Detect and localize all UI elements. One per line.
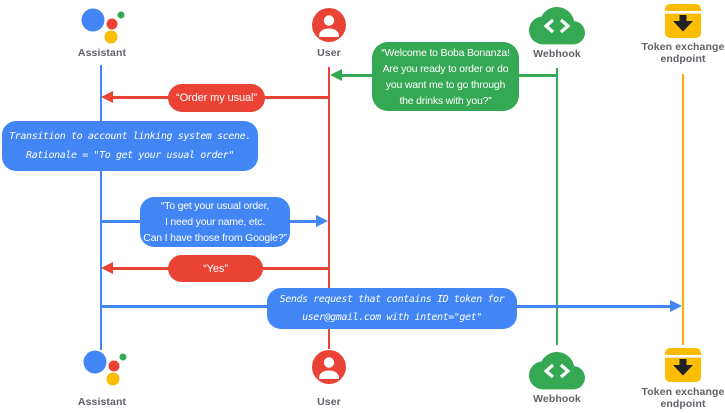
arrow-yes-head-icon [101,261,113,274]
message-line: the drinks with you?” [399,94,492,107]
token-endpoint-label-bottom: Token exchange endpoint [638,386,725,410]
user-label-bottom: User [317,396,341,408]
note-line: Rationale = "To get your usual order" [26,150,234,161]
message-line: I need your name, etc. [164,216,266,228]
note-sends-request: Sends request that contains ID token for… [267,288,517,329]
message-line: “To get your usual order, [160,200,270,212]
webhook-label-top: Webhook [533,48,581,60]
token-endpoint-label-line: endpoint [660,52,706,65]
user-label-top: User [317,47,341,59]
token-endpoint-label-top: Token exchange endpoint [638,41,725,65]
token-endpoint-label-line: Token exchange [641,41,725,53]
assistant-icon [83,350,127,386]
token-endpoint-label-line: endpoint [660,397,706,410]
arrow-sends-request-head-icon [670,299,682,312]
lifeline-token-endpoint [682,74,684,345]
webhook-label-bottom: Webhook [533,393,581,405]
token-exchange-icon [665,4,701,38]
message-line: Are you ready to order or do [382,62,509,75]
arrow-get-usual-head-icon [316,214,328,227]
arrow-welcome-head-icon [330,68,342,81]
note-line: Transition to account linking system sce… [9,131,251,142]
message-order-my-usual: “Order my usual” [168,84,265,112]
user-icon [312,8,346,42]
message-line: you want me to go through [385,78,506,91]
message-get-usual-order: “To get your usual order, I need your na… [140,197,290,247]
message-welcome: “Welcome to Boba Bonanza! Are you ready … [372,42,519,111]
token-endpoint-label-line: Token exchange [641,386,725,398]
arrow-order-head-icon [101,90,113,103]
message-yes: “Yes” [168,255,263,282]
message-line: “Order my usual” [176,92,257,104]
assistant-icon [81,8,125,44]
message-line: Can I have those from Google?” [143,232,287,244]
token-exchange-icon [665,348,701,382]
message-line: “Yes” [203,262,228,275]
note-line: user@gmail.com with intent="get" [302,311,482,323]
lifeline-webhook [556,68,558,345]
assistant-label-top: Assistant [77,47,127,59]
webhook-icon [529,352,585,390]
note-line: Sends request that contains ID token for [279,293,505,305]
note-transition-account-linking: Transition to account linking system sce… [2,121,258,171]
message-line: “Welcome to Boba Bonanza! [381,46,510,59]
user-icon [312,350,346,384]
webhook-icon [529,7,585,45]
assistant-label-bottom: Assistant [77,396,127,408]
lifeline-assistant [100,65,102,350]
lifeline-user [328,67,330,349]
